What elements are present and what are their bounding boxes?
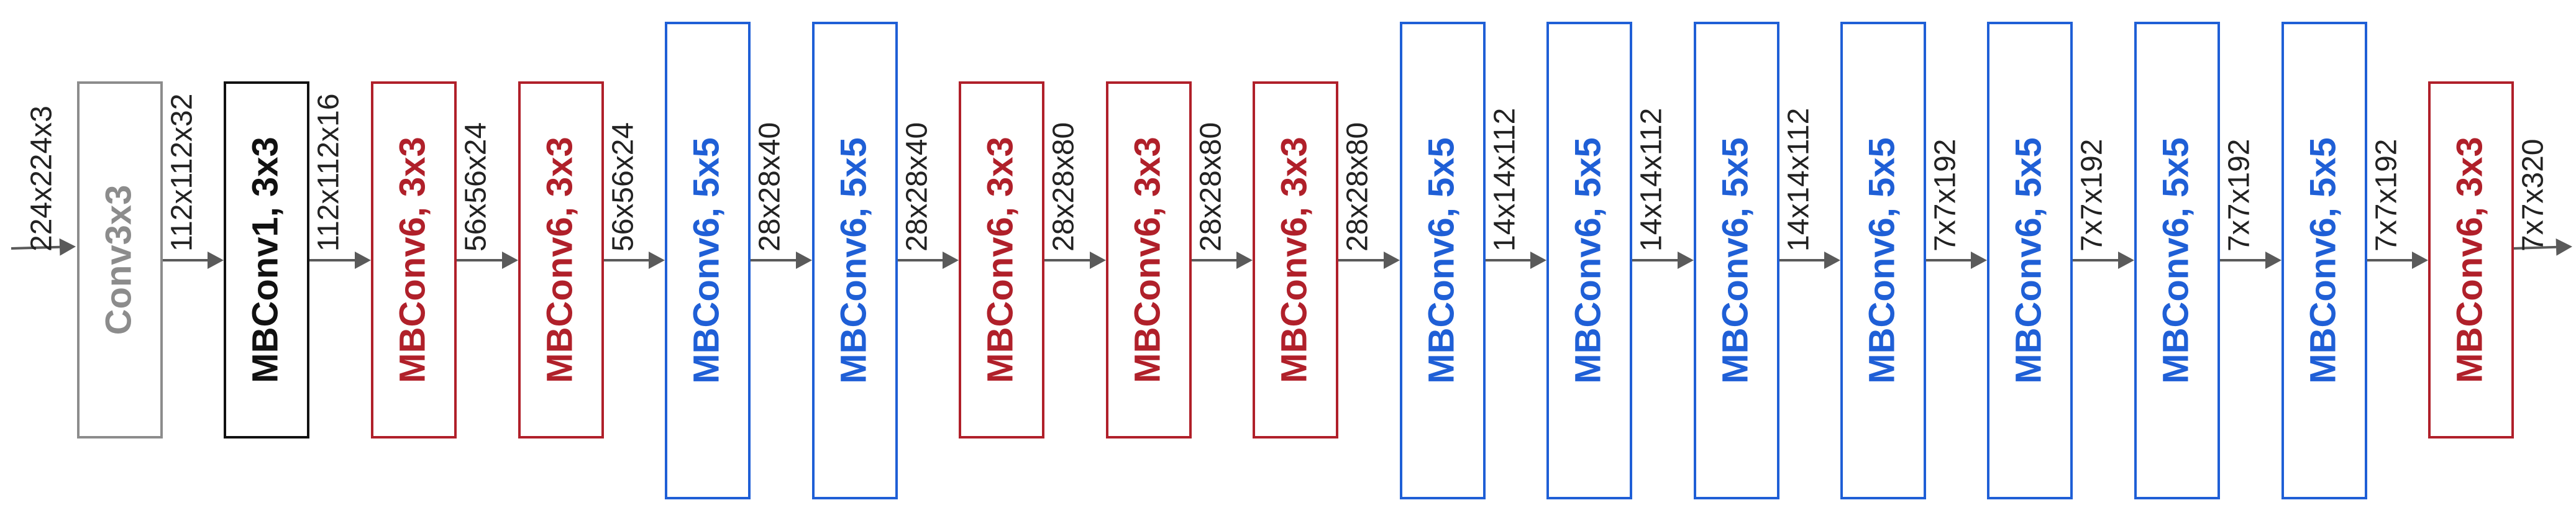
block-box [1106,81,1192,438]
block-box [1987,22,2073,499]
arrow-3 [455,252,518,269]
arrow-12 [1778,252,1840,269]
block-label: MBConv6, 5x5 [2155,137,2196,383]
block-label: MBConv6, 5x5 [1715,137,1755,383]
shape-label-14: 7x7x192 [2076,139,2109,252]
arrow-7 [1043,252,1106,269]
arrow-9 [1337,252,1400,269]
arrow-14 [2071,252,2134,269]
block-box [2428,81,2514,438]
shape-label-4: 56x56x24 [607,122,640,252]
block-3: MBConv6, 3x3 [371,81,457,438]
block-box [812,22,898,499]
block-9: MBConv6, 3x3 [1253,81,1338,438]
block-label: MBConv6, 5x5 [1861,137,1902,383]
block-label: MBConv6, 3x3 [539,137,580,383]
block-label: MBConv6, 5x5 [2303,137,2343,383]
block-7: MBConv6, 3x3 [959,81,1044,438]
arrow-1 [162,252,224,269]
input-shape-label: 224x224x3 [25,106,58,252]
block-label: MBConv6, 3x3 [392,137,432,383]
block-label: MBConv6, 5x5 [833,137,874,383]
arrow-16 [2366,252,2428,269]
block-box [1840,22,1926,499]
shape-label-8: 28x28x80 [1195,122,1228,252]
arrow-5 [749,252,812,269]
block-5: MBConv6, 5x5 [665,22,751,499]
block-label: MBConv6, 3x3 [2449,137,2490,383]
shape-label-7: 28x28x80 [1048,122,1080,252]
block-14: MBConv6, 5x5 [1987,22,2073,499]
block-10: MBConv6, 5x5 [1400,22,1486,499]
arrow-11 [1631,252,1694,269]
block-11: MBConv6, 5x5 [1546,22,1632,499]
block-box [2281,22,2367,499]
block-box [224,81,309,438]
arrows-layer [11,238,2572,269]
shape-label-3: 56x56x24 [460,122,493,252]
arrow-4 [603,252,665,269]
block-16: MBConv6, 5x5 [2281,22,2367,499]
block-1: Conv3x3 [77,81,163,438]
arrow-2 [308,252,371,269]
block-label: MBConv6, 5x5 [1421,137,1461,383]
output-arrow [2512,238,2572,256]
shape-label-5: 28x28x40 [754,122,787,252]
block-label: MBConv1, 3x3 [245,137,285,383]
arrow-6 [897,252,959,269]
block-box [1400,22,1486,499]
block-13: MBConv6, 5x5 [1840,22,1926,499]
shape-label-11: 14x14x112 [1635,108,1668,252]
arrow-15 [2219,252,2281,269]
block-17: MBConv6, 3x3 [2428,81,2514,438]
shape-label-15: 7x7x192 [2223,139,2256,252]
blocks-layer: Conv3x3 MBConv1, 3x3 MBConv6, 3x3 MBConv6, … [77,22,2514,499]
block-4: MBConv6, 3x3 [518,81,604,438]
block-label: MBConv6, 5x5 [2008,137,2048,383]
arrow-8 [1190,252,1253,269]
block-label: MBConv6, 3x3 [980,137,1020,383]
shape-label-9: 28x28x80 [1341,122,1374,252]
output-shape-label: 7x7x320 [2517,139,2550,252]
block-box [665,22,751,499]
block-label: MBConv6, 5x5 [686,137,726,383]
block-8: MBConv6, 3x3 [1106,81,1192,438]
block-box [959,81,1044,438]
block-6: MBConv6, 5x5 [812,22,898,499]
shape-label-12: 14x14x112 [1783,108,1816,252]
block-box [1694,22,1779,499]
shape-label-10: 14x14x112 [1489,108,1522,252]
shape-label-2: 112x112x16 [313,94,345,252]
block-box [1253,81,1338,438]
block-box [2134,22,2220,499]
block-label: MBConv6, 3x3 [1127,137,1167,383]
arrow-13 [1925,252,1987,269]
shape-label-16: 7x7x192 [2370,139,2403,252]
block-box [77,81,163,438]
input-arrow [11,238,76,256]
block-box [1546,22,1632,499]
block-12: MBConv6, 5x5 [1694,22,1779,499]
shape-label-6: 28x28x40 [901,122,934,252]
block-label: MBConv6, 5x5 [1568,137,1608,383]
arrow-10 [1484,252,1546,269]
shape-label-1: 112x112x32 [166,94,199,252]
block-label: Conv3x3 [98,185,139,335]
block-label: MBConv6, 3x3 [1274,137,1314,383]
block-2: MBConv1, 3x3 [224,81,309,438]
block-box [371,81,457,438]
shape-labels-layer: 224x224x3 112x112x32 112x112x16 56x56x24 56x… [25,94,2550,252]
block-box [518,81,604,438]
block-15: MBConv6, 5x5 [2134,22,2220,499]
shape-label-13: 7x7x192 [1929,139,1962,252]
